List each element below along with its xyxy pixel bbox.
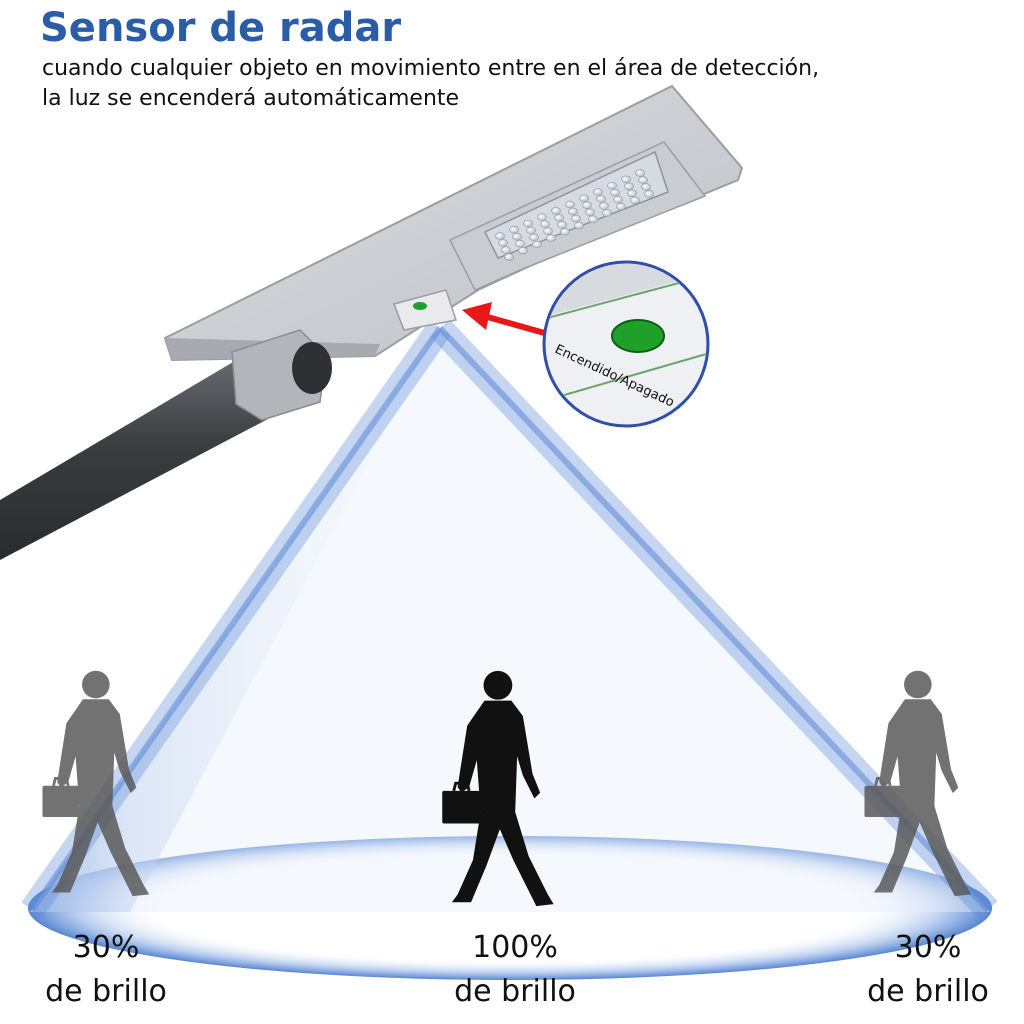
person-body: [873, 699, 972, 897]
led-chip: [571, 214, 581, 223]
briefcase: [442, 790, 481, 824]
led-chip: [554, 214, 564, 222]
person-body: [52, 777, 70, 787]
led-chip: [588, 215, 598, 223]
brightness-percent: 30%: [894, 930, 962, 965]
person-head: [904, 670, 932, 699]
person-body: [451, 700, 554, 907]
led-chip: [621, 175, 631, 184]
person-right: [864, 670, 972, 897]
brightness-label-right: 30% de brillo: [818, 926, 1024, 1014]
led-chip: [602, 209, 612, 217]
led-chip: [638, 176, 648, 184]
led-chip: [644, 190, 654, 198]
sensor-switch-box: [393, 289, 457, 331]
subtitle-line-1: cuando cualquier objeto en movimiento en…: [42, 56, 820, 81]
led-chip: [610, 188, 620, 197]
street-lamp: [163, 84, 744, 421]
led-chip: [523, 219, 533, 228]
led-chip: [501, 246, 511, 254]
led-chip: [596, 195, 606, 203]
led-chip: [624, 182, 634, 191]
page-subtitle: cuando cualquier objeto en movimiento en…: [42, 54, 819, 114]
led-chip: [512, 233, 522, 241]
pointer-arrow: [462, 302, 549, 337]
briefcase: [42, 785, 80, 818]
person-body: [51, 699, 150, 897]
brightness-label-left: 30% de brillo: [0, 926, 216, 1014]
led-chip: [593, 188, 603, 196]
person-body: [874, 777, 892, 787]
led-chip: [537, 213, 547, 221]
led-chip: [498, 239, 508, 247]
power-indicator: [611, 319, 665, 353]
led-chip: [641, 183, 651, 191]
led-chip: [518, 247, 528, 255]
detection-beam-left-body: [30, 328, 520, 912]
led-chip: [607, 181, 617, 190]
led-chip: [574, 221, 584, 230]
led-chip: [529, 233, 539, 242]
led-chip: [630, 196, 640, 205]
led-chip: [627, 189, 637, 198]
briefcase: [864, 785, 902, 818]
lamp-pole: [0, 352, 285, 560]
person-center: [442, 670, 554, 907]
led-chip: [495, 232, 505, 240]
led-chip: [532, 240, 542, 249]
led-chip: [509, 226, 519, 234]
led-chip: [515, 240, 525, 248]
person-head: [483, 670, 513, 700]
led-chip: [551, 207, 561, 215]
led-chip: [540, 220, 550, 228]
led-chip: [526, 226, 536, 235]
led-chip: [613, 195, 623, 204]
person-head: [82, 670, 110, 699]
brightness-caption: de brillo: [867, 974, 989, 1009]
led-chip: [599, 202, 609, 210]
led-chip: [557, 221, 567, 229]
subtitle-line-2: la luz se encenderá automáticamente: [42, 86, 460, 111]
led-chip: [616, 202, 626, 211]
brightness-caption: de brillo: [454, 974, 576, 1009]
page-title: Sensor de radar: [40, 5, 402, 51]
person-body: [452, 781, 471, 792]
led-chip: [579, 194, 589, 202]
led-chip: [546, 234, 556, 242]
led-chip: [565, 200, 575, 209]
switch-zoom-callout: Encendido/Apagado: [542, 260, 710, 428]
brightness-percent: 30%: [72, 930, 140, 965]
led-chip: [568, 207, 578, 216]
brightness-label-center: 100% de brillo: [405, 926, 625, 1014]
brightness-percent: 100%: [472, 930, 558, 965]
led-chip: [585, 208, 595, 216]
led-chip: [560, 228, 570, 236]
detection-area-ring: [28, 836, 992, 980]
led-chip: [504, 253, 514, 261]
led-chip: [635, 169, 645, 177]
brightness-caption: de brillo: [45, 974, 167, 1009]
person-left: [42, 670, 150, 897]
led-chip: [582, 201, 592, 209]
led-chip: [543, 227, 553, 235]
